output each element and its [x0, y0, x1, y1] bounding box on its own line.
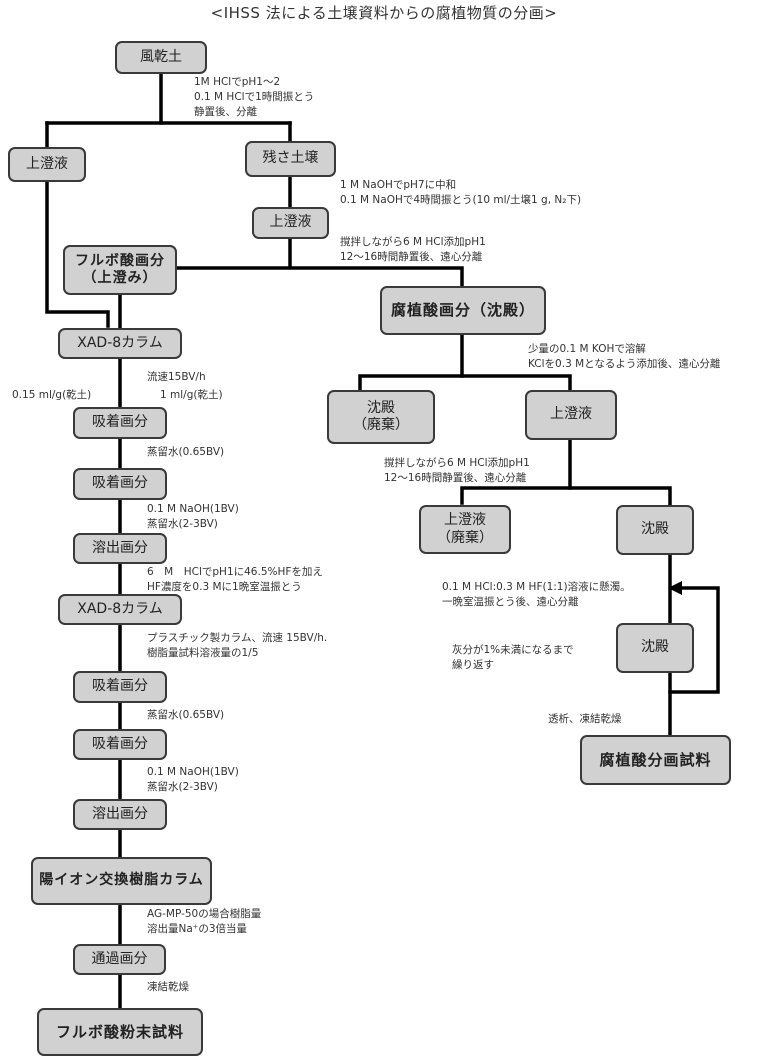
note-dialysis: 透析、凍結乾燥	[548, 713, 622, 725]
node-humic-acid-sample: 腐植酸分画試料	[580, 735, 731, 785]
node-cation-exchange-column: 陽イオン交換樹脂カラム	[31, 857, 212, 905]
note-acid-treatment: 1M HClでpH1～2 0.1 M HClで1時間振とう 静置後、分離	[194, 76, 315, 118]
repeat-arrow-head	[668, 581, 682, 595]
note-distilled-water-2: 蒸留水(0.65BV)	[147, 709, 225, 721]
node-supernatant-discard: 上澄液 （廃棄）	[419, 505, 511, 554]
node-humic-fraction: 腐植酸画分（沈殿）	[380, 286, 546, 335]
node-supernatant-1: 上澄液	[8, 147, 86, 182]
node-supernatant-3: 上澄液	[525, 390, 617, 440]
node-adsorbed-fraction-1: 吸着画分	[73, 407, 167, 439]
node-residual-soil: 残さ土壌	[245, 141, 336, 177]
connector-split-2	[175, 266, 464, 289]
note-naoh-elution-1: 0.1 M NaOH(1BV) 蒸留水(2-3BV)	[147, 503, 239, 530]
note-freeze-dry: 凍結乾燥	[147, 981, 189, 993]
node-fulvic-fraction: フルボ酸画分 （上澄み）	[63, 245, 177, 295]
node-adsorbed-fraction-3: 吸着画分	[73, 671, 167, 703]
note-hcl-precipitation-1: 撹拌しながら6 M HCl添加pH1 12～16時間静置後、遠心分離	[340, 236, 486, 263]
node-precipitate-discard: 沈殿 （廃棄）	[327, 390, 435, 444]
diagram-title: <IHSS 法による土壌資料からの腐植物質の分画>	[210, 4, 558, 22]
node-fulvic-powder-sample: フルボ酸粉末試料	[37, 1008, 203, 1056]
node-eluted-fraction-2: 溶出画分	[73, 799, 167, 830]
node-xad8-column-2: XAD-8カラム	[58, 594, 182, 625]
connector-left-bypass	[45, 178, 110, 328]
note-distilled-water-1: 蒸留水(0.65BV)	[147, 446, 225, 458]
node-xad8-column-1: XAD-8カラム	[58, 328, 182, 359]
node-precipitate-1: 沈殿	[616, 505, 694, 555]
note-resin-amount: AG-MP-50の場合樹脂量 溶出量Na⁺の3倍当量	[147, 908, 262, 935]
note-hcl-precipitation-2: 撹拌しながら6 M HCl添加pH1 12～16時間静置後、遠心分離	[384, 457, 530, 484]
note-naoh-elution-2: 0.1 M NaOH(1BV) 蒸留水(2-3BV)	[147, 766, 239, 793]
note-plastic-column: プラスチック製カラム、流速 15BV/h. 樹脂量試料溶液量の1/5	[147, 632, 328, 659]
node-eluted-fraction-1: 溶出画分	[73, 533, 167, 564]
node-adsorbed-fraction-2: 吸着画分	[73, 468, 167, 500]
note-naoh-treatment: 1 M NaOHでpH7に中和 0.1 M NaOHで4時間振とう(10 ml/…	[340, 179, 582, 206]
node-supernatant-2: 上澄液	[252, 207, 329, 239]
node-passed-fraction: 通過画分	[73, 944, 166, 975]
note-koh-dissolve: 少量の0.1 M KOHで溶解 KClを0.3 Mとなるよう添加後、遠心分離	[528, 343, 721, 370]
note-hf-suspend: 0.1 M HCl:0.3 M HF(1:1)溶液に懸濁。 一晩室温振とう後、遠…	[442, 581, 631, 608]
node-air-dried-soil: 風乾土	[115, 41, 207, 74]
note-right-volume: 1 ml/g(乾土)	[160, 389, 223, 401]
note-repeat-until: 灰分が1%未満になるまで 繰り返す	[452, 644, 574, 671]
node-precipitate-2: 沈殿	[616, 623, 694, 673]
note-left-volume: 0.15 ml/g(乾土)	[12, 389, 92, 401]
note-flow-rate-1: 流速15BV/h	[147, 371, 206, 383]
node-adsorbed-fraction-4: 吸着画分	[73, 729, 167, 760]
note-hf-treatment: 6 M HClでpH1に46.5%HFを加え HF濃度を0.3 Mに1晩室温振と…	[147, 566, 323, 593]
connector-repeat-loop	[668, 586, 720, 694]
